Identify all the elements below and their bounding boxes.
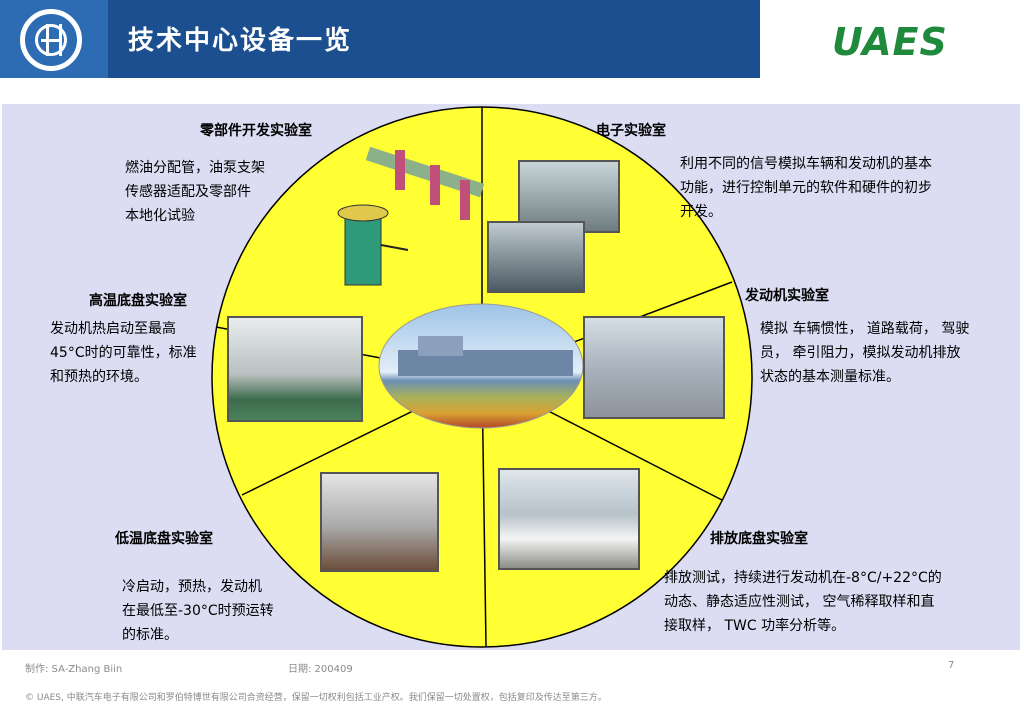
page-title: 技术中心设备一览: [128, 26, 353, 56]
footer-copyright: © UAES, 中联汽车电子有限公司和罗伯特博世有限公司合资经营，保留一切权利包…: [25, 693, 607, 703]
bosch-logo-icon: [20, 9, 82, 71]
parts-lab-title: 零部件开发实验室: [200, 123, 312, 139]
low-temp-lab-desc: 冷启动，预热，发动机 在最低至-30°C时预运转 的标准。: [122, 579, 274, 643]
header-band: [0, 0, 760, 78]
electronic-lab-desc: 利用不同的信号模拟车辆和发动机的基本 功能，进行控制单元的软件和硬件的初步 开发…: [680, 156, 932, 220]
high-temp-lab-photo: [227, 316, 363, 422]
high-temp-lab-desc: 发动机热启动至最高 45°C时的可靠性，标准 和预热的环境。: [50, 321, 197, 385]
low-temp-lab-photo: [320, 472, 439, 572]
footer-date: 日期: 200409: [288, 664, 353, 675]
high-temp-lab-title: 高温底盘实验室: [89, 293, 187, 309]
footer-author: 制作: SA-Zhang Biin: [25, 664, 123, 675]
logo-box: [0, 0, 108, 78]
emission-lab-desc: 排放测试，持续进行发动机在-8°C/+22°C的 动态、静态适应性测试， 空气稀…: [664, 570, 942, 634]
electronic-lab-photo-2: [487, 221, 585, 293]
emission-lab-photo: [498, 468, 640, 570]
uaes-logo: UAES: [832, 20, 948, 64]
engine-lab-title: 发动机实验室: [745, 288, 829, 304]
electronic-lab-photo-1: [518, 160, 620, 233]
engine-lab-desc: 模拟 车辆惯性， 道路载荷， 驾驶 员， 牵引阻力，模拟发动机排放 状态的基本测…: [760, 321, 970, 385]
fuel-rail-image: [337, 146, 485, 286]
low-temp-lab-title: 低温底盘实验室: [115, 531, 213, 547]
electronic-lab-title: 电子实验室: [596, 123, 666, 139]
parts-lab-desc: 燃油分配管，油泵支架 传感器适配及零部件 本地化试验: [125, 160, 265, 224]
engine-lab-photo: [583, 316, 725, 419]
emission-lab-title: 排放底盘实验室: [710, 531, 808, 547]
page-number: 7: [948, 660, 955, 671]
